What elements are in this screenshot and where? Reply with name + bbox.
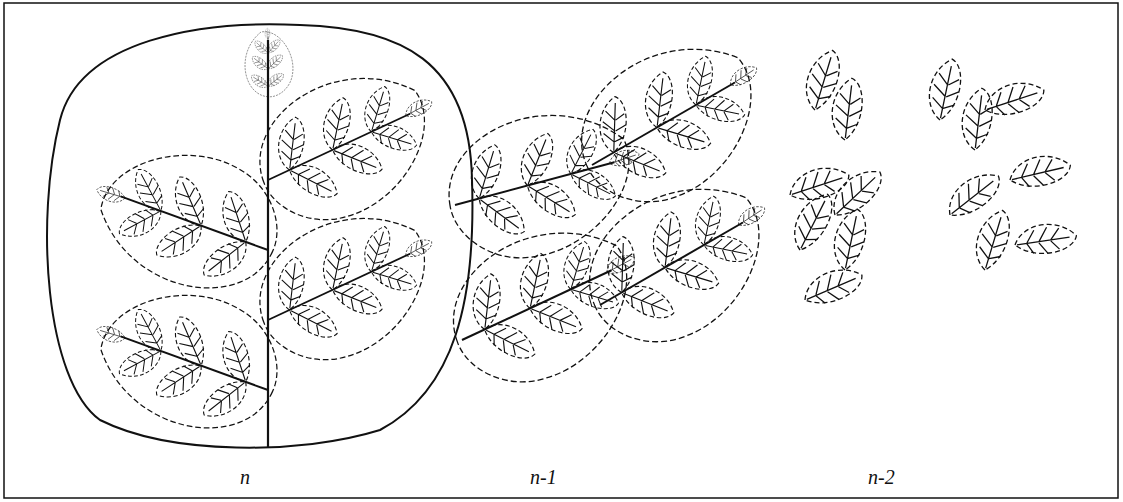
figure-label: n-2 <box>868 465 895 489</box>
leaf-clusters <box>430 13 802 407</box>
figure-label: n <box>240 465 250 489</box>
figure-label: n-1 <box>530 465 557 489</box>
leaflets <box>785 46 1078 311</box>
whole-leaf <box>47 24 472 450</box>
